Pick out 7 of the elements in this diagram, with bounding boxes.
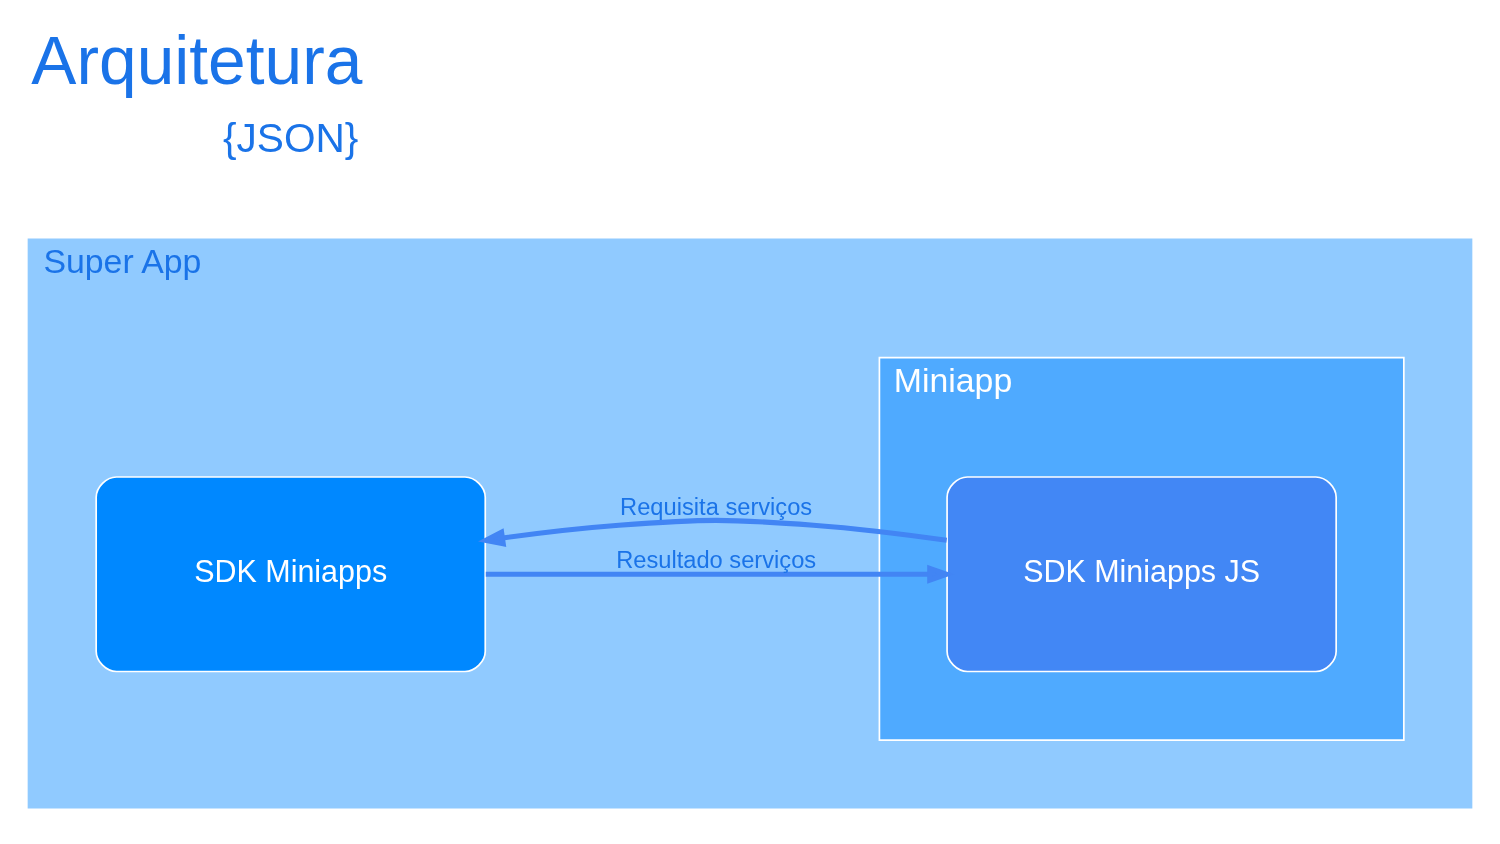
node-box: SDK Miniapps JS (946, 476, 1337, 673)
edge-label: Resultado serviços (616, 546, 817, 573)
label: {JSON} (223, 114, 359, 161)
arrow (478, 517, 948, 548)
node-box: SDK Miniapps (95, 476, 487, 673)
edge-label: Requisita serviços (620, 494, 813, 521)
diagram-title: Arquitetura (31, 22, 363, 98)
